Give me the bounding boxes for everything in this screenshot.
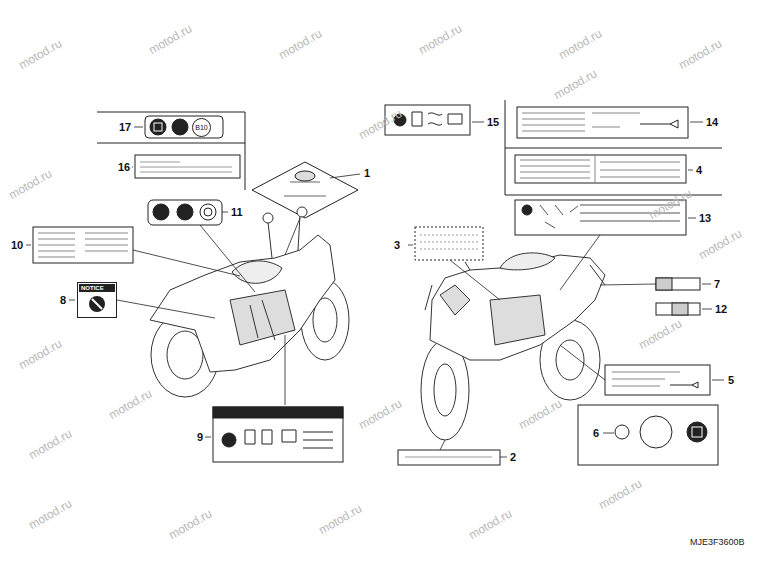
callout-number: 7 — [713, 278, 721, 290]
label-7 — [656, 278, 700, 290]
watermark: motod.ru — [17, 37, 65, 72]
label-2 — [398, 450, 500, 465]
callout-number: 5 — [727, 374, 735, 386]
motorcycle-right — [421, 253, 605, 440]
watermark: motod.ru — [697, 227, 745, 262]
watermark: motod.ru — [552, 67, 600, 102]
callout-number: 2 — [509, 451, 517, 463]
watermark: motod.ru — [167, 507, 215, 542]
icon — [153, 204, 169, 220]
callout-number: 13 — [698, 212, 712, 224]
icon — [640, 416, 672, 448]
notice-icon — [89, 296, 105, 312]
label-7 — [656, 278, 672, 290]
watermark: motod.ru — [357, 397, 405, 432]
label-14 — [517, 107, 688, 138]
label-4 — [515, 155, 686, 183]
label-16 — [135, 155, 240, 178]
watermark: motod.ru — [467, 507, 515, 542]
label-5 — [605, 365, 710, 395]
watermark: motod.ru — [27, 427, 75, 462]
motorcycle-left — [150, 207, 349, 397]
watermark: motod.ru — [637, 317, 685, 352]
label-12 — [672, 303, 688, 315]
watermark: motod.ru — [147, 22, 195, 57]
icon — [204, 208, 212, 216]
watermark: motod.ru — [317, 502, 365, 537]
emblem — [295, 171, 315, 181]
text-lines — [140, 162, 232, 172]
watermark: motod.ru — [677, 37, 725, 72]
notice-heading: NOTICE — [79, 284, 115, 292]
text-lines — [612, 372, 680, 386]
watermark: motod.ru — [557, 27, 605, 62]
notice-icon — [87, 294, 107, 314]
frame-line — [505, 100, 722, 195]
frame-line — [97, 143, 245, 144]
leader-lines — [26, 122, 724, 457]
callout-number: 3 — [393, 239, 401, 251]
icon — [692, 427, 702, 437]
icon — [150, 119, 166, 135]
icon — [687, 422, 707, 442]
callout-number: 16 — [117, 161, 131, 173]
text-lines — [520, 155, 680, 183]
callout-number: 15 — [486, 116, 500, 128]
icon — [177, 204, 193, 220]
label-11 — [148, 200, 222, 225]
label-6-frame — [578, 405, 718, 465]
frame-line — [97, 112, 245, 190]
label-10 — [33, 227, 133, 263]
text-lines — [284, 182, 326, 196]
label-13 — [415, 227, 483, 260]
icon — [670, 382, 698, 388]
label-17 — [145, 116, 223, 138]
icon — [522, 205, 532, 215]
watermark: motod.ru — [417, 22, 465, 57]
callout-number: 4 — [695, 164, 703, 176]
callout-number: 9 — [196, 431, 204, 443]
callout-number: 10 — [10, 239, 24, 251]
watermark: motod.ru — [107, 387, 155, 422]
icon — [615, 425, 629, 439]
icon-code: B10 — [195, 124, 207, 132]
watermark: motod.ru — [517, 397, 565, 432]
icons — [412, 112, 462, 126]
watermark: motod.ru — [17, 337, 65, 372]
label-12 — [656, 303, 700, 315]
text-lines — [420, 235, 478, 249]
callout-number: 17 — [118, 121, 132, 133]
diagram-code: MJE3F3600B — [690, 537, 745, 547]
callout-number: 1 — [363, 167, 371, 179]
text-lines — [405, 457, 492, 458]
icon — [154, 123, 162, 131]
callout-number: 12 — [714, 303, 728, 315]
notice-icon — [92, 299, 102, 309]
text-lines — [522, 113, 640, 131]
label-1 — [252, 162, 358, 218]
watermark: motod.ru — [597, 477, 645, 512]
text-lines — [38, 233, 128, 257]
watermark: motod.ru — [7, 167, 55, 202]
icon — [640, 120, 678, 128]
watermark: motod.ru — [277, 27, 325, 62]
callout-number: 8 — [59, 294, 67, 306]
icons — [245, 430, 333, 448]
icon — [172, 119, 188, 135]
label-band — [213, 407, 343, 418]
callout-number: 6 — [592, 427, 600, 439]
label-icon-circle: B10 — [192, 118, 211, 137]
callout-number: 11 — [230, 206, 244, 218]
label-9 — [213, 407, 343, 462]
notice-label: NOTICE — [77, 282, 117, 318]
watermark: motod.ru — [27, 497, 75, 532]
callout-number: 14 — [705, 116, 719, 128]
icon — [200, 204, 216, 220]
icon — [222, 433, 236, 447]
